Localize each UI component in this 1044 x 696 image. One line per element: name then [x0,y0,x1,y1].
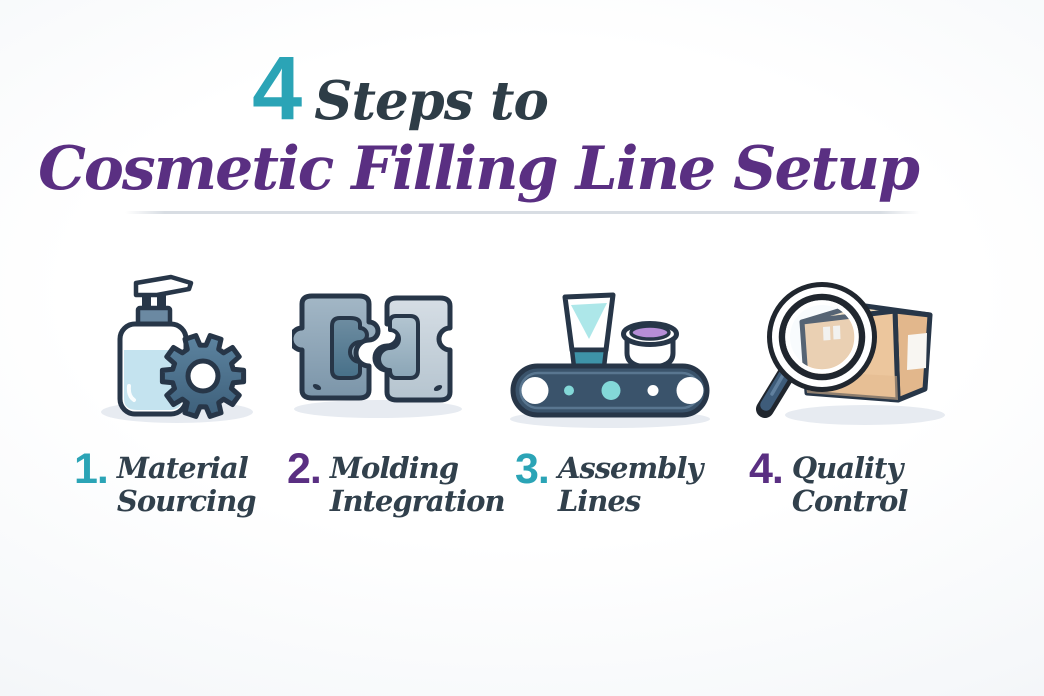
step-title-line2: Control [791,483,909,518]
step-label-4: 4. Quality Control [749,445,909,518]
pump-bottle-gear-icon [101,274,253,423]
step-title-line2: Lines [557,483,641,518]
step-label-2: 2. Molding Integration [287,445,506,518]
icon-shadow [294,400,462,418]
step-title-line1: Material [116,451,249,485]
conveyor-belt-icon [510,363,710,418]
step-title: Quality Control [791,450,909,518]
step-number: 2. [287,445,322,493]
step-number: 3. [515,445,550,493]
step-label-1: 1. Material Sourcing [74,445,257,518]
cosmetic-tube-icon [562,292,616,370]
mold-left-half [292,293,381,401]
title-steps-to: Steps to [314,70,549,132]
gear-icon [159,333,247,419]
icon-shadow [785,405,945,425]
step-title-line2: Sourcing [116,483,257,518]
mold-halves-icon [292,293,462,418]
conveyor-belt-products-icon [510,292,710,428]
step-label-3: 3. Assembly Lines [515,445,703,518]
mold-right-half [372,295,453,403]
step-title-line1: Molding [329,451,459,485]
page-title: Cosmetic Filling Line Setup [38,134,920,204]
cream-jar-icon [621,321,679,370]
step-number: 1. [74,445,109,493]
title-divider [125,211,920,214]
step-title-line1: Quality [791,451,903,485]
magnifier-shipping-box-icon [756,282,945,425]
step-title: Assembly Lines [557,450,703,518]
step-title: Material Sourcing [116,450,257,518]
step-title: Molding Integration [329,450,506,518]
step-title-line1: Assembly [557,451,703,485]
magnifier-icon [756,282,877,418]
step-number: 4. [749,445,784,493]
step-title-line2: Integration [329,483,506,518]
title-step-count: 4 [252,39,302,139]
